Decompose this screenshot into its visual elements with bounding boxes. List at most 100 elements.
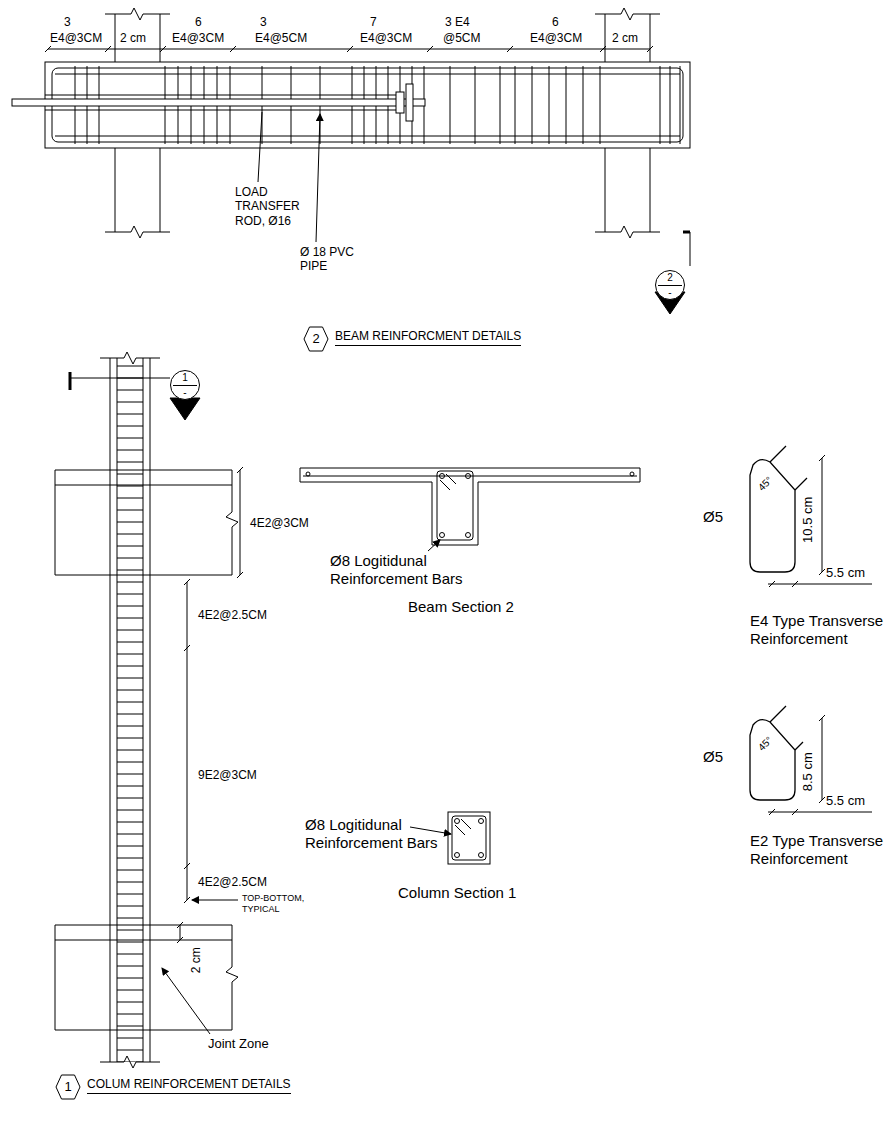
stirrup-shapes bbox=[768, 809, 872, 815]
detail-number-hexagon: 1COLUM REINFORCEMENT DETAILS bbox=[55, 1074, 81, 1100]
dimension-label: E4@3CM bbox=[172, 31, 224, 45]
callout-number: 2 bbox=[303, 332, 329, 346]
column-elevation bbox=[192, 900, 238, 901]
cross-sections bbox=[452, 816, 486, 860]
dimension-label: Ø5 bbox=[703, 508, 723, 526]
detail-title: BEAM REINFORCMENT DETAILS bbox=[335, 330, 521, 346]
dimension-label: E4@3CM bbox=[50, 31, 102, 45]
beam-elevation bbox=[12, 8, 690, 314]
column-elevation bbox=[117, 362, 143, 1062]
section-title: Column Section 1 bbox=[398, 884, 516, 902]
cross-sections bbox=[455, 819, 460, 824]
callout-label: Ø8 Logitidunal Reinforcement Bars bbox=[330, 552, 470, 588]
marker-divider bbox=[173, 385, 197, 386]
sheet-reference: - bbox=[171, 387, 199, 398]
column-elevation bbox=[226, 470, 238, 575]
dimension-label: 7 bbox=[370, 15, 377, 29]
dimension-label: 5.5 cm bbox=[826, 565, 865, 581]
section-title: E4 Type Transverse Reinforcement bbox=[750, 612, 893, 648]
column-elevation bbox=[110, 358, 150, 1062]
beam-elevation bbox=[316, 114, 320, 242]
column-elevation bbox=[100, 352, 160, 364]
cross-sections bbox=[440, 474, 445, 479]
cross-sections bbox=[455, 853, 460, 858]
cross-sections bbox=[306, 472, 310, 476]
beam-elevation bbox=[12, 99, 425, 106]
dimension-label: 10.5 cm bbox=[800, 497, 816, 543]
dimension-label: 2 cm bbox=[612, 31, 638, 45]
cross-sections bbox=[448, 812, 490, 864]
beam-elevation bbox=[683, 231, 690, 234]
cross-sections bbox=[300, 468, 640, 864]
beam-elevation bbox=[595, 8, 660, 20]
beam-elevation bbox=[595, 226, 660, 238]
column-elevation bbox=[237, 467, 243, 578]
stirrup-shapes bbox=[750, 720, 795, 800]
dimension-label: 3 E4 bbox=[445, 15, 470, 29]
section-title: E2 Type Transverse Reinforcement bbox=[750, 832, 893, 868]
cross-sections bbox=[437, 471, 473, 540]
column-elevation bbox=[177, 922, 183, 943]
dimension-label: @5CM bbox=[443, 31, 481, 45]
column-elevation bbox=[55, 352, 243, 1068]
dimension-label: 6 bbox=[552, 15, 559, 29]
beam-elevation bbox=[45, 46, 653, 52]
cross-sections bbox=[479, 819, 484, 824]
section-marker: 2- bbox=[655, 270, 685, 300]
callout-number: 1 bbox=[171, 372, 199, 383]
detail-number-hexagon: 2BEAM REINFORCMENT DETAILS bbox=[303, 326, 329, 352]
stirrup-shapes bbox=[750, 460, 795, 572]
column-elevation bbox=[69, 372, 72, 390]
stirrup-shapes bbox=[770, 446, 807, 490]
section-marker: 1- bbox=[170, 370, 200, 400]
stirrup-shapes bbox=[770, 706, 803, 750]
beam-elevation bbox=[690, 232, 691, 266]
cross-sections bbox=[300, 468, 640, 545]
dimension-label: TOP-BOTTOM, TYPICAL bbox=[242, 893, 312, 915]
dimension-label: 4E2@3CM bbox=[250, 516, 309, 530]
cross-sections bbox=[410, 827, 451, 834]
column-elevation bbox=[100, 1056, 160, 1068]
callout-label: Ø 18 PVC PIPE bbox=[300, 245, 370, 274]
callout-number: 1 bbox=[55, 1080, 81, 1094]
beam-elevation bbox=[396, 92, 404, 113]
callout-label: Joint Zone bbox=[208, 1036, 269, 1052]
cross-sections bbox=[466, 533, 471, 538]
dimension-label: 4E2@2.5CM bbox=[198, 875, 267, 889]
dimension-label: 3 bbox=[260, 15, 267, 29]
beam-elevation bbox=[605, 14, 650, 232]
stirrup-shapes bbox=[819, 715, 825, 803]
stirrup-shapes bbox=[768, 581, 872, 587]
dimension-label: 45° bbox=[756, 734, 775, 753]
dimension-label: E4@3CM bbox=[530, 31, 582, 45]
sheet-reference: - bbox=[656, 287, 684, 298]
hexagon-outline bbox=[56, 1075, 80, 1099]
beam-elevation bbox=[105, 8, 170, 20]
dimension-label: 8.5 cm bbox=[800, 752, 816, 791]
detail-title: COLUM REINFORCEMENT DETAILS bbox=[87, 1078, 291, 1094]
cross-sections bbox=[428, 540, 440, 551]
dimension-label: 2 cm bbox=[189, 947, 203, 973]
beam-elevation bbox=[115, 14, 160, 232]
dimension-label: 4E2@2.5CM bbox=[198, 608, 267, 622]
cross-sections bbox=[630, 472, 634, 476]
cross-sections bbox=[466, 474, 471, 479]
cross-sections bbox=[479, 853, 484, 858]
cross-sections bbox=[440, 474, 456, 490]
dimension-label: Ø5 bbox=[703, 748, 723, 766]
cross-sections bbox=[455, 819, 471, 835]
section-title: Beam Section 2 bbox=[408, 598, 514, 616]
column-elevation bbox=[170, 398, 200, 420]
dimension-label: E4@3CM bbox=[360, 31, 412, 45]
hexagon-outline bbox=[304, 327, 328, 351]
stirrup-shapes bbox=[819, 455, 825, 575]
marker-divider bbox=[658, 285, 682, 286]
dimension-label: 3 bbox=[64, 15, 71, 29]
beam-elevation bbox=[406, 84, 413, 121]
beam-elevation bbox=[258, 112, 262, 182]
dimension-label: 2 cm bbox=[120, 31, 146, 45]
column-elevation bbox=[184, 579, 190, 903]
dimension-label: 9E2@3CM bbox=[198, 768, 257, 782]
